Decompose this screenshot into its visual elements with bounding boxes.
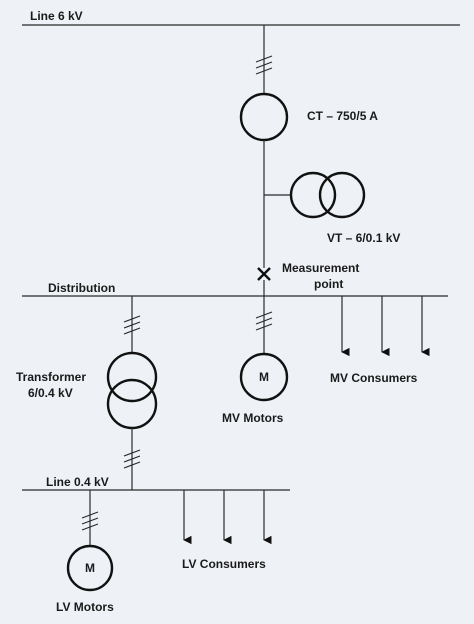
vt-label: VT – 6/0.1 kV (327, 231, 400, 245)
lv-motor-m: M (85, 561, 95, 575)
mv-motors-label: MV Motors (222, 411, 284, 425)
lv-motor-tick-marks (81, 511, 99, 531)
measurement-label-line1: Measurement (282, 261, 359, 275)
distribution-label: Distribution (48, 281, 115, 295)
transformer-label-line1: Transformer (16, 370, 86, 384)
transformer-primary-winding (106, 351, 158, 403)
transformer-label-line2: 6/0.4 kV (28, 386, 73, 400)
lv-consumer-arrows (183, 490, 272, 545)
mv-motor-m: M (259, 370, 269, 384)
feeder-top-tick-marks (255, 55, 273, 75)
vt-winding-2 (318, 171, 366, 219)
mv-motor-symbol (239, 352, 289, 402)
lv-motors-label: LV Motors (56, 600, 114, 614)
mv-consumers-label: MV Consumers (330, 371, 418, 385)
measurement-point-cross (257, 267, 271, 281)
transformer-hv-tick-marks (123, 315, 141, 335)
transformer-lv-tick-marks (123, 449, 141, 469)
line-04kv-label: Line 0.4 kV (46, 475, 109, 489)
current-transformer-symbol (239, 92, 289, 142)
ct-label: CT – 750/5 A (307, 109, 378, 123)
measurement-label-line2: point (314, 277, 343, 291)
lv-motor-symbol (66, 544, 114, 592)
transformer-secondary-winding (106, 378, 158, 430)
mv-consumer-arrows (341, 296, 430, 357)
mv-motor-tick-marks (255, 311, 273, 331)
lv-consumers-label: LV Consumers (182, 557, 266, 571)
line-6kv-label: Line 6 kV (30, 9, 83, 23)
vt-winding-1 (289, 171, 337, 219)
